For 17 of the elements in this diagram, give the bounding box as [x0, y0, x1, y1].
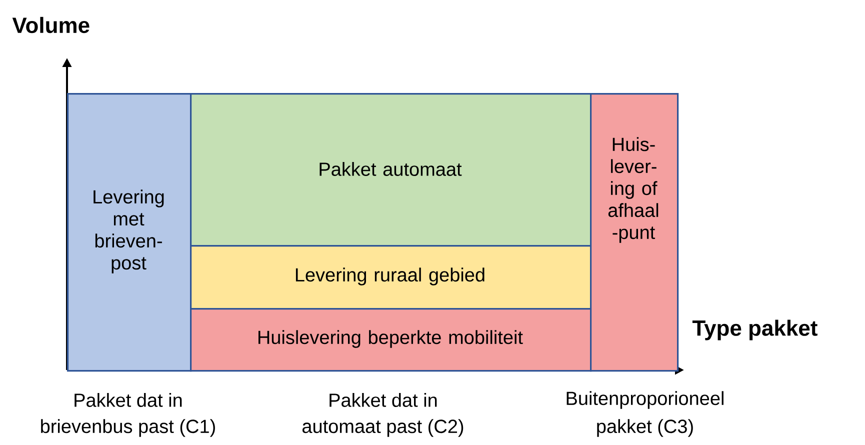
area-box — [67, 93, 192, 372]
category-label: brievenbus past (C1) — [41, 419, 215, 437]
area-box — [190, 308, 592, 372]
box-label: Levering ruraal gebied — [296, 268, 484, 286]
category-label: Buitenproporioneel — [566, 391, 724, 409]
box-label: Huislevering beperkte mobiliteit — [258, 330, 523, 348]
area-box — [590, 93, 679, 372]
category-label: Pakket dat in — [74, 393, 182, 407]
box-label: Huis- lever- ing of afhaal -punt — [608, 137, 658, 243]
category-label: pakket (C3) — [597, 419, 693, 437]
area-box — [190, 245, 592, 310]
box-label: Pakket automaat — [320, 162, 462, 176]
axis-label: Volume — [12, 16, 90, 34]
area-box — [190, 93, 592, 247]
category-label: Pakket dat in — [330, 393, 437, 407]
category-label: automaat past (C2) — [302, 419, 464, 437]
box-label: Levering met brieven- post — [94, 190, 164, 274]
